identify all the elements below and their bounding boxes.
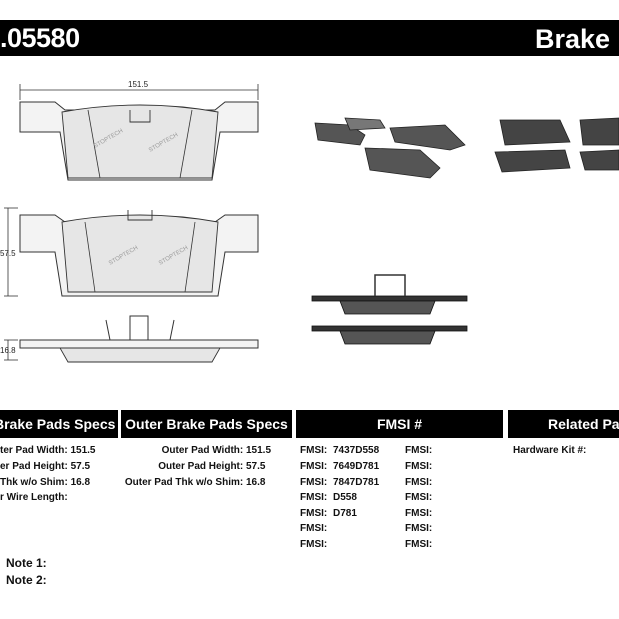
fmsi-row: FMSI: 7649D781 xyxy=(300,461,380,472)
pad-top-view: STOPTECH STOPTECH xyxy=(19,101,259,181)
fmsi-row: FMSI: xyxy=(405,477,433,488)
fmsi-row: FMSI: 7437D558 xyxy=(300,445,380,456)
inner-spec-thickness: Thk w/o Shim: 16.8 xyxy=(0,477,91,488)
pad-product-photos xyxy=(311,117,619,345)
hardware-kit-label: Hardware Kit #: xyxy=(513,445,587,456)
outer-spec-thickness: Outer Pad Thk w/o Shim: 16.8 xyxy=(124,477,266,488)
thickness-dimension-label: 16.8 xyxy=(0,346,16,355)
fmsi-row: FMSI: 7847D781 xyxy=(300,477,380,488)
fmsi-header: FMSI # xyxy=(296,410,503,438)
header-bar xyxy=(0,20,619,56)
fmsi-row: FMSI: xyxy=(405,445,433,456)
height-dimension-label: 57.5 xyxy=(0,249,16,258)
width-dimension-label: 151.5 xyxy=(128,80,149,89)
fmsi-row: FMSI: D781 xyxy=(300,508,357,519)
pad-set-edge xyxy=(311,274,468,345)
pad-side-view xyxy=(19,315,259,363)
fmsi-row: FMSI: xyxy=(300,523,328,534)
inner-specs-header: Brake Pads Specs xyxy=(0,410,118,438)
fmsi-row: FMSI: xyxy=(405,508,433,519)
inner-spec-wire-length: r Wire Length: xyxy=(0,492,68,503)
pad-set-flat xyxy=(494,117,619,173)
fmsi-row: FMSI: xyxy=(300,539,328,550)
part-number: .05580 xyxy=(0,23,80,53)
fmsi-row: FMSI: xyxy=(405,492,433,503)
product-title: Brake P xyxy=(535,24,619,54)
pad-set-angled xyxy=(314,117,466,179)
note-2: Note 2: xyxy=(6,573,47,587)
pad-technical-drawing: 151.5 STOPTECH STOPTECH 57.5 STOPTECH ST… xyxy=(0,80,259,363)
fmsi-row: FMSI: xyxy=(405,539,433,550)
pad-front-view: STOPTECH STOPTECH xyxy=(19,210,259,297)
fmsi-row: FMSI: D558 xyxy=(300,492,357,503)
outer-spec-width: Outer Pad Width: 151.5 xyxy=(161,445,272,456)
fmsi-row: FMSI: xyxy=(405,461,433,472)
inner-spec-width: ter Pad Width: 151.5 xyxy=(0,445,96,456)
related-parts-header: Related Pa xyxy=(508,410,619,438)
outer-spec-height: Outer Pad Height: 57.5 xyxy=(158,461,266,472)
outer-specs-header: Outer Brake Pads Specs xyxy=(121,410,292,438)
inner-spec-height: er Pad Height: 57.5 xyxy=(0,461,91,472)
note-1: Note 1: xyxy=(6,556,47,570)
fmsi-row: FMSI: xyxy=(405,523,433,534)
